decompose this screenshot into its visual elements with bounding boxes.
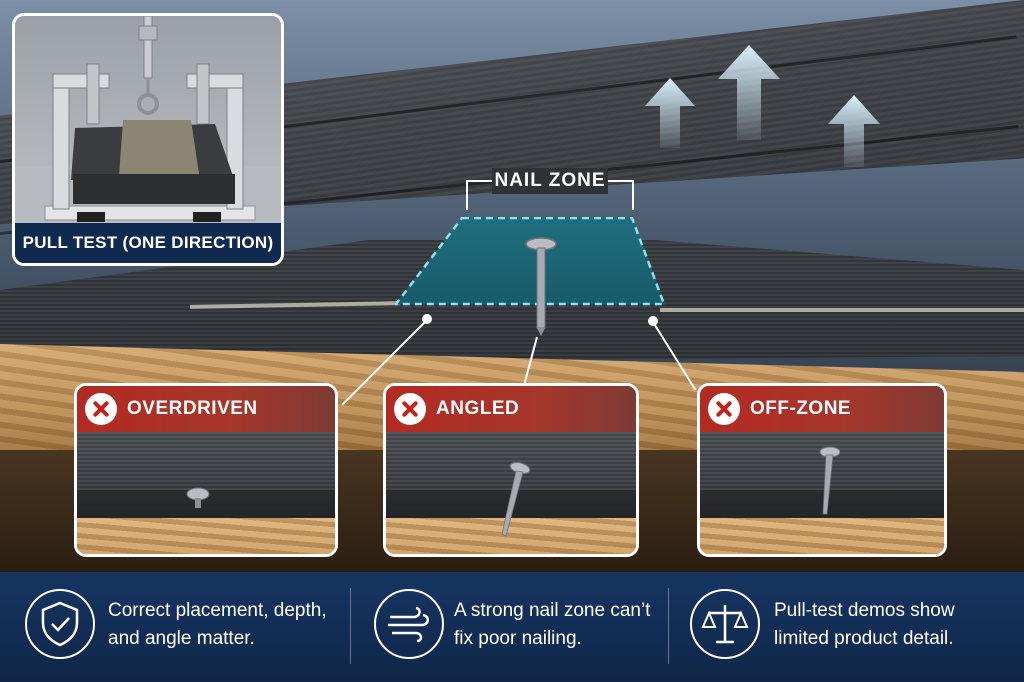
leader-dot bbox=[422, 314, 432, 324]
nail-icon bbox=[501, 462, 530, 537]
footer-text-line: Correct placement, depth, bbox=[108, 600, 327, 621]
footer-text-line: fix poor nailing. bbox=[454, 628, 582, 649]
callout-illustration bbox=[77, 432, 335, 554]
callout-title: OFF-ZONE bbox=[750, 398, 852, 419]
callout-header: ANGLED bbox=[386, 386, 636, 432]
x-circle-icon bbox=[85, 393, 117, 425]
callout-off-zone: OFF-ZONE bbox=[697, 383, 947, 557]
footer-text-line: Pull-test demos show bbox=[774, 600, 955, 621]
footer-divider bbox=[350, 588, 351, 664]
up-arrow-icon bbox=[718, 45, 780, 140]
deck-layer bbox=[386, 518, 636, 554]
up-arrow-icon bbox=[645, 78, 695, 148]
nail-zone-label: NAIL ZONE bbox=[466, 168, 634, 212]
footer-text: Pull-test demos show limited product det… bbox=[774, 597, 955, 653]
footer-text-line: A strong nail zone can’t bbox=[454, 600, 651, 621]
x-circle-icon bbox=[708, 393, 740, 425]
footer-divider bbox=[668, 588, 669, 664]
wind-icon bbox=[374, 589, 444, 659]
pull-test-caption: PULL TEST (ONE DIRECTION) bbox=[15, 223, 281, 263]
shield-check-icon bbox=[25, 589, 95, 659]
footer-text-line: and angle matter. bbox=[108, 628, 255, 649]
footer-bar: Correct placement, depth, and angle matt… bbox=[0, 572, 1024, 682]
callout-overdriven: OVERDRIVEN bbox=[74, 383, 338, 557]
underlayment-edge bbox=[660, 308, 1024, 312]
balance-scale-icon bbox=[690, 589, 760, 659]
pull-test-inset: PULL TEST (ONE DIRECTION) bbox=[12, 13, 284, 266]
deck-layer bbox=[700, 518, 944, 554]
leader-dot bbox=[648, 316, 658, 326]
callout-illustration bbox=[386, 432, 636, 554]
nail-icon bbox=[525, 237, 557, 336]
footer-item-wind: A strong nail zone can’t fix poor nailin… bbox=[352, 572, 668, 682]
deck-layer bbox=[77, 518, 335, 554]
callout-header: OVERDRIVEN bbox=[77, 386, 335, 432]
callout-angled: ANGLED bbox=[383, 383, 639, 557]
footer-text: A strong nail zone can’t fix poor nailin… bbox=[454, 597, 650, 653]
x-circle-icon bbox=[394, 393, 426, 425]
nail-zone-title: NAIL ZONE bbox=[492, 168, 608, 194]
callout-illustration bbox=[700, 432, 944, 554]
footer-text-line: limited product detail. bbox=[774, 628, 954, 649]
nail-icon bbox=[819, 446, 840, 515]
pull-test-rig-illustration bbox=[15, 16, 281, 223]
callout-header: OFF-ZONE bbox=[700, 386, 944, 432]
footer-item-placement: Correct placement, depth, and angle matt… bbox=[0, 572, 350, 682]
callout-title: ANGLED bbox=[436, 398, 520, 419]
footer-item-pull-test: Pull-test demos show limited product det… bbox=[670, 572, 1024, 682]
nail-icon bbox=[186, 487, 210, 508]
callout-title: OVERDRIVEN bbox=[127, 398, 258, 419]
footer-text: Correct placement, depth, and angle matt… bbox=[108, 597, 327, 653]
shingle-layer bbox=[700, 490, 944, 520]
up-arrow-icon bbox=[828, 95, 880, 167]
